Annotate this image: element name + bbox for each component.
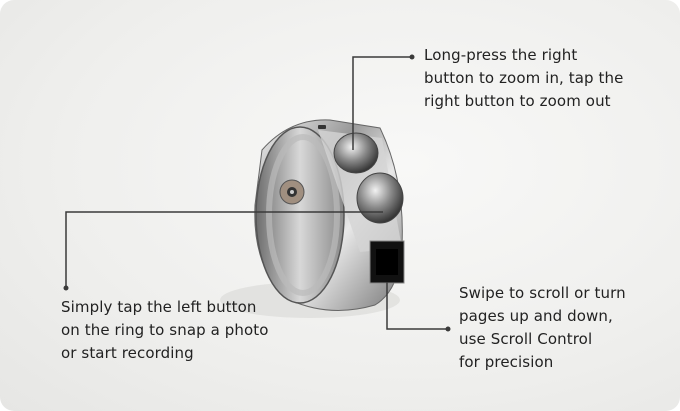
right-button (333, 132, 379, 174)
callout-line: pages up and down, (459, 307, 613, 325)
callout-line: use Scroll Control (459, 330, 593, 348)
callout-line: for precision (459, 353, 554, 371)
callout-line: Long-press the right (424, 46, 578, 64)
callout-line: Swipe to scroll or turn (459, 284, 626, 302)
callout-line: button to zoom in, tap the (424, 69, 624, 87)
callout-line: on the ring to snap a photo (61, 321, 269, 339)
callout-line: or start recording (61, 344, 194, 362)
callout-line: right button to zoom out (424, 92, 611, 110)
callout-touch-pad: Swipe to scroll or turn pages up and dow… (459, 282, 626, 374)
callout-lines (65, 56, 448, 330)
callout-line: Simply tap the left button (61, 298, 257, 316)
callout-left-button: Simply tap the left button on the ring t… (61, 296, 269, 365)
left-button (356, 172, 404, 224)
callout-right-button: Long-press the right button to zoom in, … (424, 44, 623, 113)
